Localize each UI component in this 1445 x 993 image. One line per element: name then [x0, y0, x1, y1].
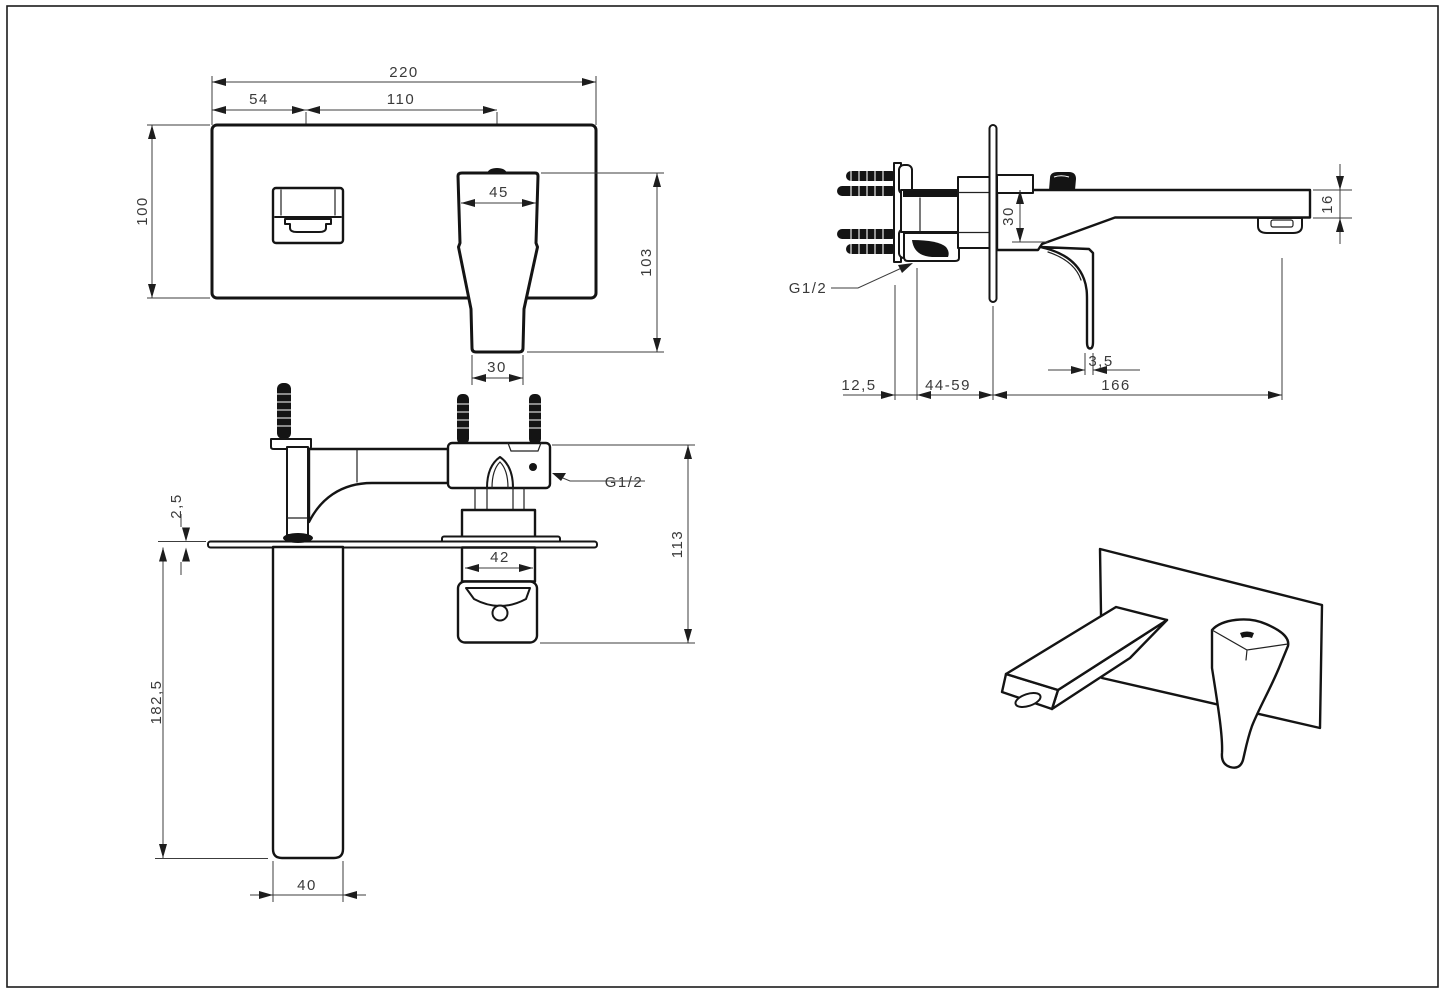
dim-handle-bottom-width: 30 [471, 355, 524, 385]
dim-spout-to-handle: 110 [306, 91, 497, 114]
front-flange-top [996, 174, 1034, 194]
dim-cartridge-width: 42 [465, 549, 533, 572]
dim-label-bracket-depth: 12,5 [841, 377, 876, 394]
dim-plate-width: 220 [211, 64, 597, 125]
spout-plan [271, 545, 345, 860]
spout-outlet-tray [284, 218, 332, 233]
dim-bottom-chain: 12,5 44-59 166 [841, 258, 1283, 400]
dim-spout-end-height: 16 [1313, 164, 1352, 244]
dim-label-body-drop: 30 [1000, 206, 1017, 226]
supply-pipes [837, 168, 897, 258]
sheet-border [6, 5, 1439, 988]
dim-label-cartridge-width: 42 [490, 549, 510, 566]
dim-label-handle-bottom-width: 30 [487, 359, 507, 376]
dim-body-drop: 30 [1000, 190, 1048, 243]
elbow-arm [307, 447, 450, 524]
dim-handle-top-width: 45 [461, 184, 536, 207]
dim-spout-length: 182,5 [148, 547, 268, 859]
cartridge-arch-inner [491, 461, 509, 489]
cartridge-housing-lower [460, 546, 537, 583]
dim-spout-offset: 54 [212, 91, 497, 114]
dim-handle-tip: 3,5 [1048, 353, 1140, 375]
dim-label-plate-height: 100 [134, 196, 151, 226]
handle-knob-side [1049, 172, 1076, 190]
handle-lever-side [1038, 245, 1095, 350]
thread-callout-plan: G1/2 [552, 473, 645, 491]
dim-label-handle-tip: 3,5 [1088, 353, 1113, 370]
valve-body-top-edge [903, 191, 988, 197]
inlet-bore [912, 240, 949, 257]
dim-label-mounting-depth-range: 44-59 [925, 377, 971, 394]
handle-3d-notch [1240, 631, 1254, 638]
dim-handle-length: 103 [527, 172, 664, 353]
wall-plate-side [988, 124, 998, 303]
thread-label-plan: G1/2 [605, 474, 644, 491]
body-notch [507, 442, 542, 452]
aerator-side [1257, 217, 1303, 234]
dim-body-depth: 113 [540, 444, 695, 644]
handle-pivot-bump [487, 168, 507, 173]
washer-stack [957, 176, 991, 249]
aerator-insert [1270, 219, 1294, 228]
dim-label-spout-offset: 54 [249, 91, 269, 108]
mounting-screws [275, 383, 543, 444]
dim-label-body-depth: 113 [669, 530, 686, 558]
thread-callout-side: G1/2 [789, 263, 913, 297]
spout-base-disc [283, 533, 313, 543]
dim-label-spout-end-height: 16 [1319, 194, 1336, 214]
plan-view: 2,5 182,5 40 42 113 G1/2 [148, 383, 695, 902]
spout-riser-pipe [286, 446, 309, 536]
cartridge-arch-outer [486, 456, 514, 489]
handle-lever-contour [1047, 251, 1082, 281]
dim-label-spout-to-handle: 110 [387, 91, 415, 108]
handle-lever-front [456, 171, 540, 354]
handle-knob-highlight [1053, 175, 1070, 178]
side-view: 30 16 3,5 12,5 44-59 166 G1/2 [789, 124, 1352, 400]
handle-3d-top-edges [1211, 629, 1289, 661]
dim-label-plate-width: 220 [389, 64, 419, 81]
front-view: 220 54 110 100 45 103 [134, 64, 664, 385]
aerator-3d [1014, 692, 1042, 708]
valve-body-plan [446, 441, 552, 490]
dim-plate-height: 100 [134, 124, 210, 299]
dim-label-spout-reach: 166 [1101, 377, 1131, 394]
handle-3d [1210, 618, 1290, 769]
cartridge-neck-lines [474, 487, 525, 511]
dim-label-plate-thickness: 2,5 [168, 493, 185, 518]
spout-outlet-inner-lines [280, 189, 336, 216]
spout-outlet-front [271, 186, 345, 245]
thread-label-side: G1/2 [789, 280, 828, 297]
dim-plate-thickness: 2,5 [158, 493, 206, 575]
perspective-view [1000, 547, 1324, 769]
spout-arm-side [995, 188, 1312, 252]
dim-label-handle-top-width: 45 [489, 184, 509, 201]
handle-set-screw [491, 604, 509, 622]
washer-lines [957, 191, 991, 234]
body-port-dot [529, 463, 537, 471]
cartridge-housing-upper [460, 508, 537, 539]
wall-plate-plan [207, 540, 598, 549]
dim-label-handle-length: 103 [638, 247, 655, 277]
dim-spout-width: 40 [250, 861, 366, 902]
dim-label-spout-length: 182,5 [148, 679, 165, 724]
spout-top-face-3d [1004, 605, 1169, 692]
dim-label-spout-width: 40 [297, 877, 317, 894]
